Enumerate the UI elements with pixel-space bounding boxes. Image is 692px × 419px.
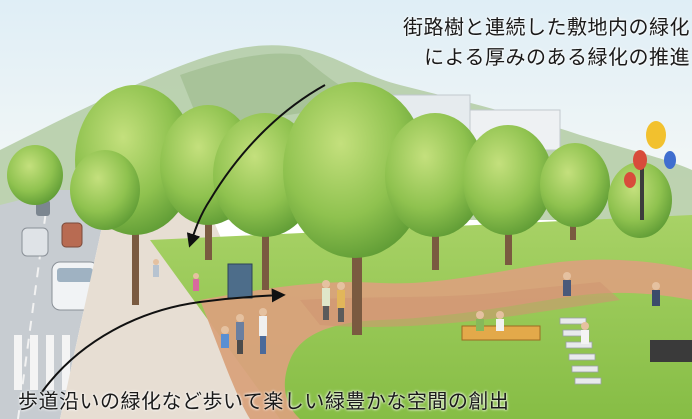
signboard bbox=[227, 263, 253, 299]
person bbox=[193, 273, 199, 291]
person bbox=[581, 322, 589, 344]
person bbox=[259, 308, 267, 354]
annotation-arrow-top bbox=[186, 84, 326, 248]
person bbox=[476, 311, 484, 331]
tree bbox=[70, 150, 140, 230]
tree bbox=[540, 143, 610, 227]
person bbox=[652, 282, 660, 306]
people bbox=[153, 259, 660, 354]
annotation-arrow-bottom bbox=[41, 288, 286, 393]
tree bbox=[385, 113, 485, 237]
caption-top-line1: 街路樹と連続した敷地内の緑化 bbox=[403, 15, 690, 39]
walking-path-side bbox=[300, 282, 620, 327]
tree bbox=[283, 82, 427, 258]
car bbox=[61, 222, 83, 248]
person bbox=[496, 311, 504, 331]
stepping-stones bbox=[559, 317, 602, 385]
person bbox=[221, 326, 229, 348]
car bbox=[21, 227, 49, 257]
caption-bottom: 歩道沿いの緑化など歩いて楽しい緑豊かな空間の創出 bbox=[18, 389, 510, 413]
planter bbox=[650, 340, 692, 362]
tree bbox=[7, 145, 63, 205]
sculpture bbox=[624, 121, 676, 220]
person bbox=[337, 282, 345, 322]
person bbox=[236, 314, 244, 354]
person bbox=[322, 280, 330, 320]
person bbox=[563, 272, 571, 296]
tree bbox=[463, 125, 553, 235]
tree-canopies bbox=[7, 82, 672, 258]
person bbox=[153, 259, 159, 277]
caption-top-line2: による厚みのある緑化の推進 bbox=[424, 45, 690, 69]
